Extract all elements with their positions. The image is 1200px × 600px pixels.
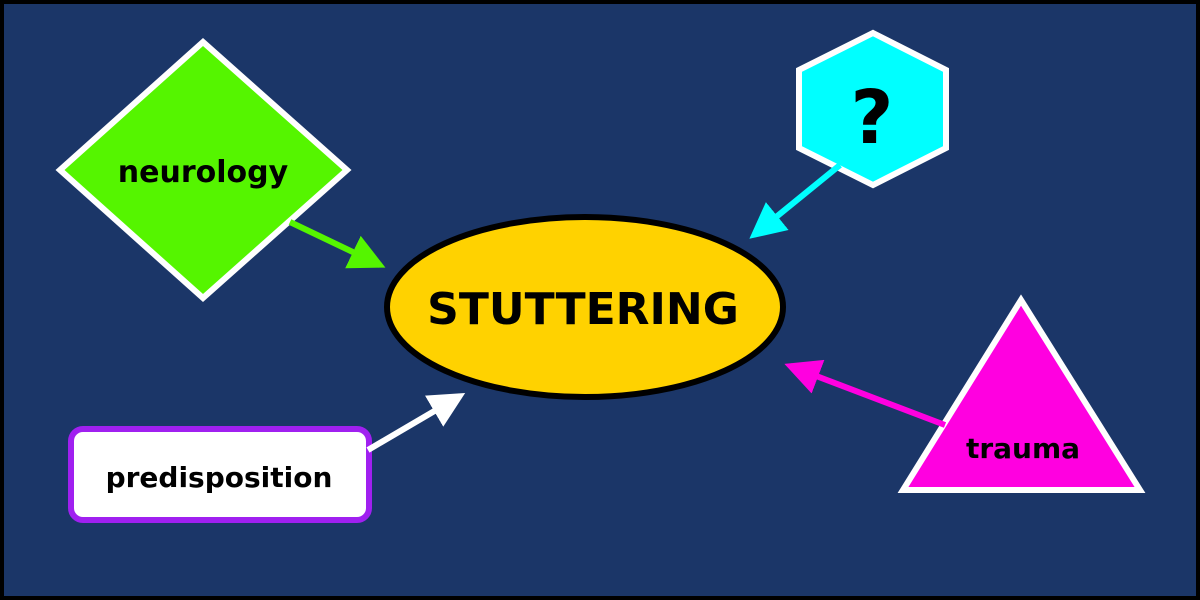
unknown-node[interactable]: ? xyxy=(796,29,949,189)
trauma-label: trauma xyxy=(966,432,1080,465)
question-label: ? xyxy=(851,75,894,161)
predisposition-label: predisposition xyxy=(106,461,333,494)
stuttering-label: STUTTERING xyxy=(427,284,739,335)
arrow-trauma xyxy=(784,359,947,428)
ellipse-shape xyxy=(384,214,786,400)
predisposition-node[interactable]: predisposition xyxy=(68,426,372,523)
diamond-shape xyxy=(55,37,352,303)
rounded-rect-shape xyxy=(68,426,372,523)
trauma-node[interactable]: trauma xyxy=(897,294,1146,493)
arrow-neurology xyxy=(288,219,386,269)
neurology-label: neurology xyxy=(118,155,289,190)
hexagon-shape xyxy=(796,29,949,189)
neurology-node[interactable]: neurology xyxy=(55,37,352,303)
arrow-predisposition xyxy=(366,392,466,453)
stuttering-node[interactable]: STUTTERING xyxy=(384,214,786,400)
triangle-shape xyxy=(897,294,1146,493)
arrow-unknown xyxy=(749,162,842,239)
